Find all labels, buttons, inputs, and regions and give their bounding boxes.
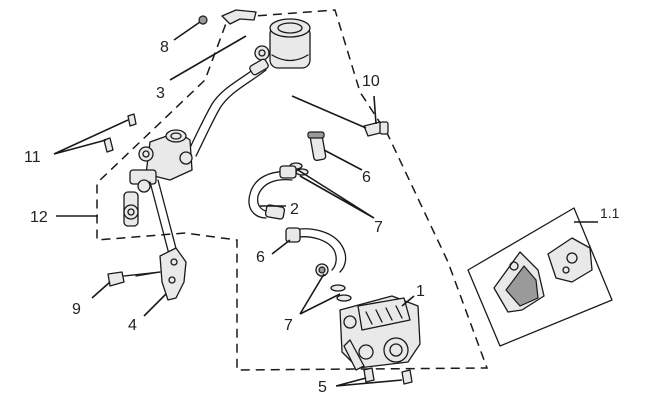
brake-caliper-part-1 [339, 295, 421, 371]
brake-hose-part-2 [248, 165, 297, 220]
lower-hose-part-6 [285, 227, 347, 277]
callout-8: 8 [160, 39, 169, 56]
callout-7-lower: 7 [284, 317, 293, 334]
washers-lower [330, 284, 352, 302]
callout-11: 11 [24, 149, 41, 166]
callout-9: 9 [72, 301, 81, 318]
callout-6-upper: 6 [362, 169, 371, 186]
callout-5: 5 [318, 379, 327, 396]
callout-6-lower: 6 [256, 249, 265, 266]
leader-lines [53, 21, 598, 387]
callout-2: 2 [290, 201, 299, 218]
callout-1: 1 [416, 283, 425, 300]
callout-12: 12 [30, 209, 48, 226]
callout-4: 4 [128, 317, 137, 334]
callout-7-upper: 7 [374, 219, 383, 236]
callout-labels: 8 3 10 11 6 12 2 7 1.1 6 1 9 4 7 5 [24, 39, 620, 396]
reservoir-hose [187, 58, 269, 157]
bolt-part-9 [107, 271, 161, 287]
screws-part-11 [103, 113, 137, 153]
master-cylinder [123, 129, 193, 259]
callout-1-1: 1.1 [600, 205, 620, 221]
bracket-part-4 [135, 247, 187, 301]
callout-10: 10 [362, 73, 380, 90]
callout-3: 3 [156, 85, 165, 102]
bolt-part-10 [363, 121, 389, 137]
bracket-part-8 [198, 9, 257, 25]
brake-pads-part-1-1 [467, 207, 613, 347]
